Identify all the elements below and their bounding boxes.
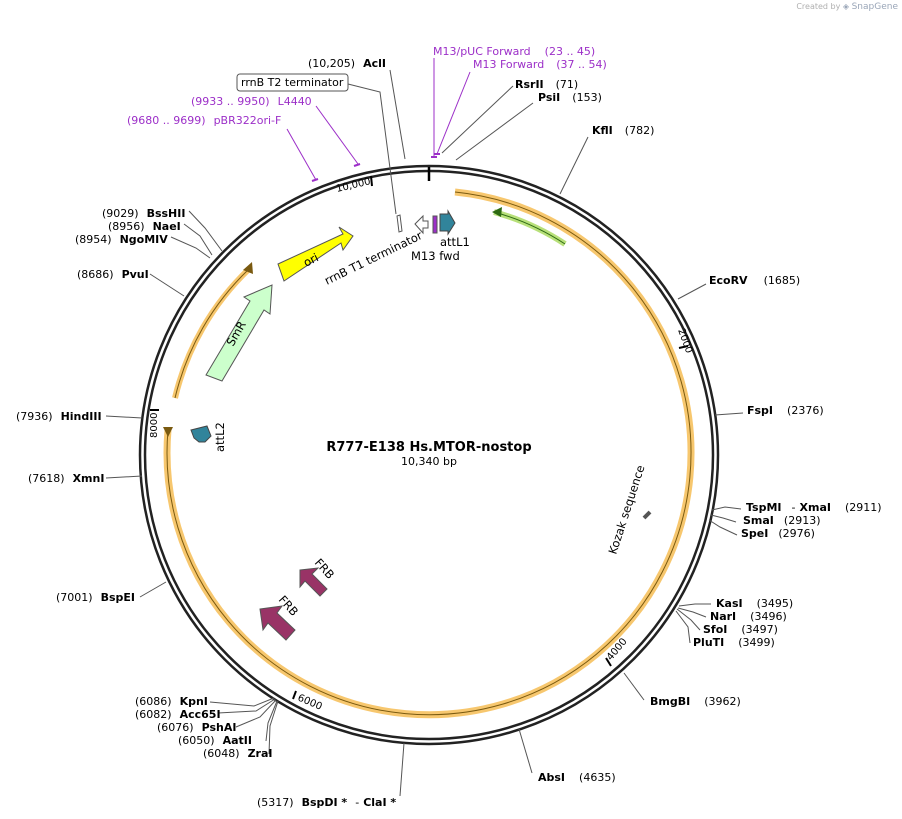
- feature-smr: SmR: [205, 284, 273, 382]
- site-naei: (8956)NaeI: [108, 220, 181, 233]
- feature-m13fwd-label: M13 fwd: [411, 249, 460, 263]
- site-sfoi: SfoI(3497): [703, 623, 778, 636]
- site-aatii: (6050)AatII: [178, 734, 252, 747]
- orf-green: [493, 209, 567, 247]
- site-fspi: FspI(2376): [747, 404, 824, 417]
- feature-rrnb-t2: rrnB T2 terminator: [236, 73, 397, 215]
- feature-attl1-label: attL1: [440, 235, 470, 249]
- snapgene-logo-icon: ◈: [842, 2, 850, 11]
- primer-m13fwd: M13 Forward(37 .. 54): [473, 58, 607, 71]
- orf-smr-region-core: [174, 268, 250, 399]
- site-absi: AbsI(4635): [538, 771, 616, 784]
- primer-labels: M13/pUC Forward(23 .. 45) M13 Forward(37…: [127, 45, 607, 127]
- site-nari: NarI(3496): [710, 610, 787, 623]
- site-leaders: [105, 69, 744, 797]
- feature-frb-1: FRB: [299, 556, 337, 597]
- site-bmgbi: BmgBI(3962): [650, 695, 741, 708]
- primer-l4440: (9933 .. 9950)L4440: [191, 95, 312, 108]
- site-kfli: KflI(782): [592, 124, 654, 137]
- site-hindiii: (7936)HindIII: [16, 410, 102, 423]
- site-kasi: KasI(3495): [716, 597, 793, 610]
- site-ecorv: EcoRV(1685): [709, 274, 800, 287]
- feature-attl2-label: attL2: [213, 422, 227, 452]
- site-ngomiv: (8954)NgoMIV: [75, 233, 168, 246]
- orf-mtor-arrowhead: [163, 427, 173, 437]
- site-xmni: (7618)XmnI: [28, 472, 104, 485]
- site-psii: PsiI(153): [538, 91, 602, 104]
- orf-smr-arrowhead: [243, 262, 253, 274]
- site-pshai: (6076)PshAI: [157, 721, 236, 734]
- primer-pbr322: (9680 .. 9699)pBR322ori-F: [127, 114, 281, 127]
- site-zrai: (6048)ZraI: [203, 747, 273, 760]
- plasmid-length: 10,340 bp: [401, 455, 457, 468]
- tick-6000: 6000: [296, 693, 324, 713]
- primer-m13puc: M13/pUC Forward(23 .. 45): [433, 45, 595, 58]
- site-bspei: (7001)BspEI: [56, 591, 135, 604]
- feature-rrnb-t1: rrnB T1 terminator: [322, 214, 425, 288]
- primer-leaders: [286, 58, 471, 182]
- site-smai: SmaI(2913): [743, 514, 820, 527]
- feature-attl1: attL1: [439, 209, 470, 249]
- site-tspmi-xmai: TspMI-XmaI(2911): [746, 501, 882, 514]
- site-acli: (10,205)AclI: [308, 57, 386, 70]
- feature-rrnb-t2-label: rrnB T2 terminator: [241, 76, 344, 89]
- site-labels: (10,205)AclI RsrII(71) PsiI(153) KflI(78…: [16, 57, 882, 809]
- feature-kozak-label: Kozak sequence: [606, 463, 648, 556]
- feature-ori-label: ori: [301, 250, 321, 269]
- orf-green-arrowhead: [492, 207, 502, 217]
- orf-mtor-core: [166, 191, 692, 716]
- site-bspdi-clai: (5317)BspDI *-ClaI *: [257, 796, 396, 809]
- site-acc65i: (6082)Acc65I: [135, 708, 221, 721]
- feature-m13fwd-arrow: M13 fwd: [411, 214, 460, 263]
- credit-brand: SnapGene: [851, 2, 898, 12]
- site-bsshii: (9029)BssHII: [102, 207, 185, 220]
- feature-attl2: attL2: [190, 422, 227, 452]
- credit-prefix: Created by: [796, 2, 841, 11]
- tick-8000: 8000: [149, 413, 160, 438]
- feature-ori: ori: [277, 226, 354, 282]
- site-kpni: (6086)KpnI: [135, 695, 208, 708]
- backbone-outer-ring: [138, 164, 720, 746]
- plasmid-name: R777-E138 Hs.MTOR-nostop: [326, 440, 531, 455]
- site-pvui: (8686)PvuI: [77, 268, 149, 281]
- orf-arcs: [163, 188, 695, 719]
- feature-kozak: Kozak sequence: [606, 463, 652, 556]
- site-spei: SpeI(2976): [741, 527, 815, 540]
- site-pluti: PluTI(3499): [693, 636, 775, 649]
- site-rsrii: RsrII(71): [515, 78, 578, 91]
- feature-frb-2: FRB: [259, 593, 301, 641]
- snapgene-credit: Created by ◈ SnapGene: [796, 2, 898, 12]
